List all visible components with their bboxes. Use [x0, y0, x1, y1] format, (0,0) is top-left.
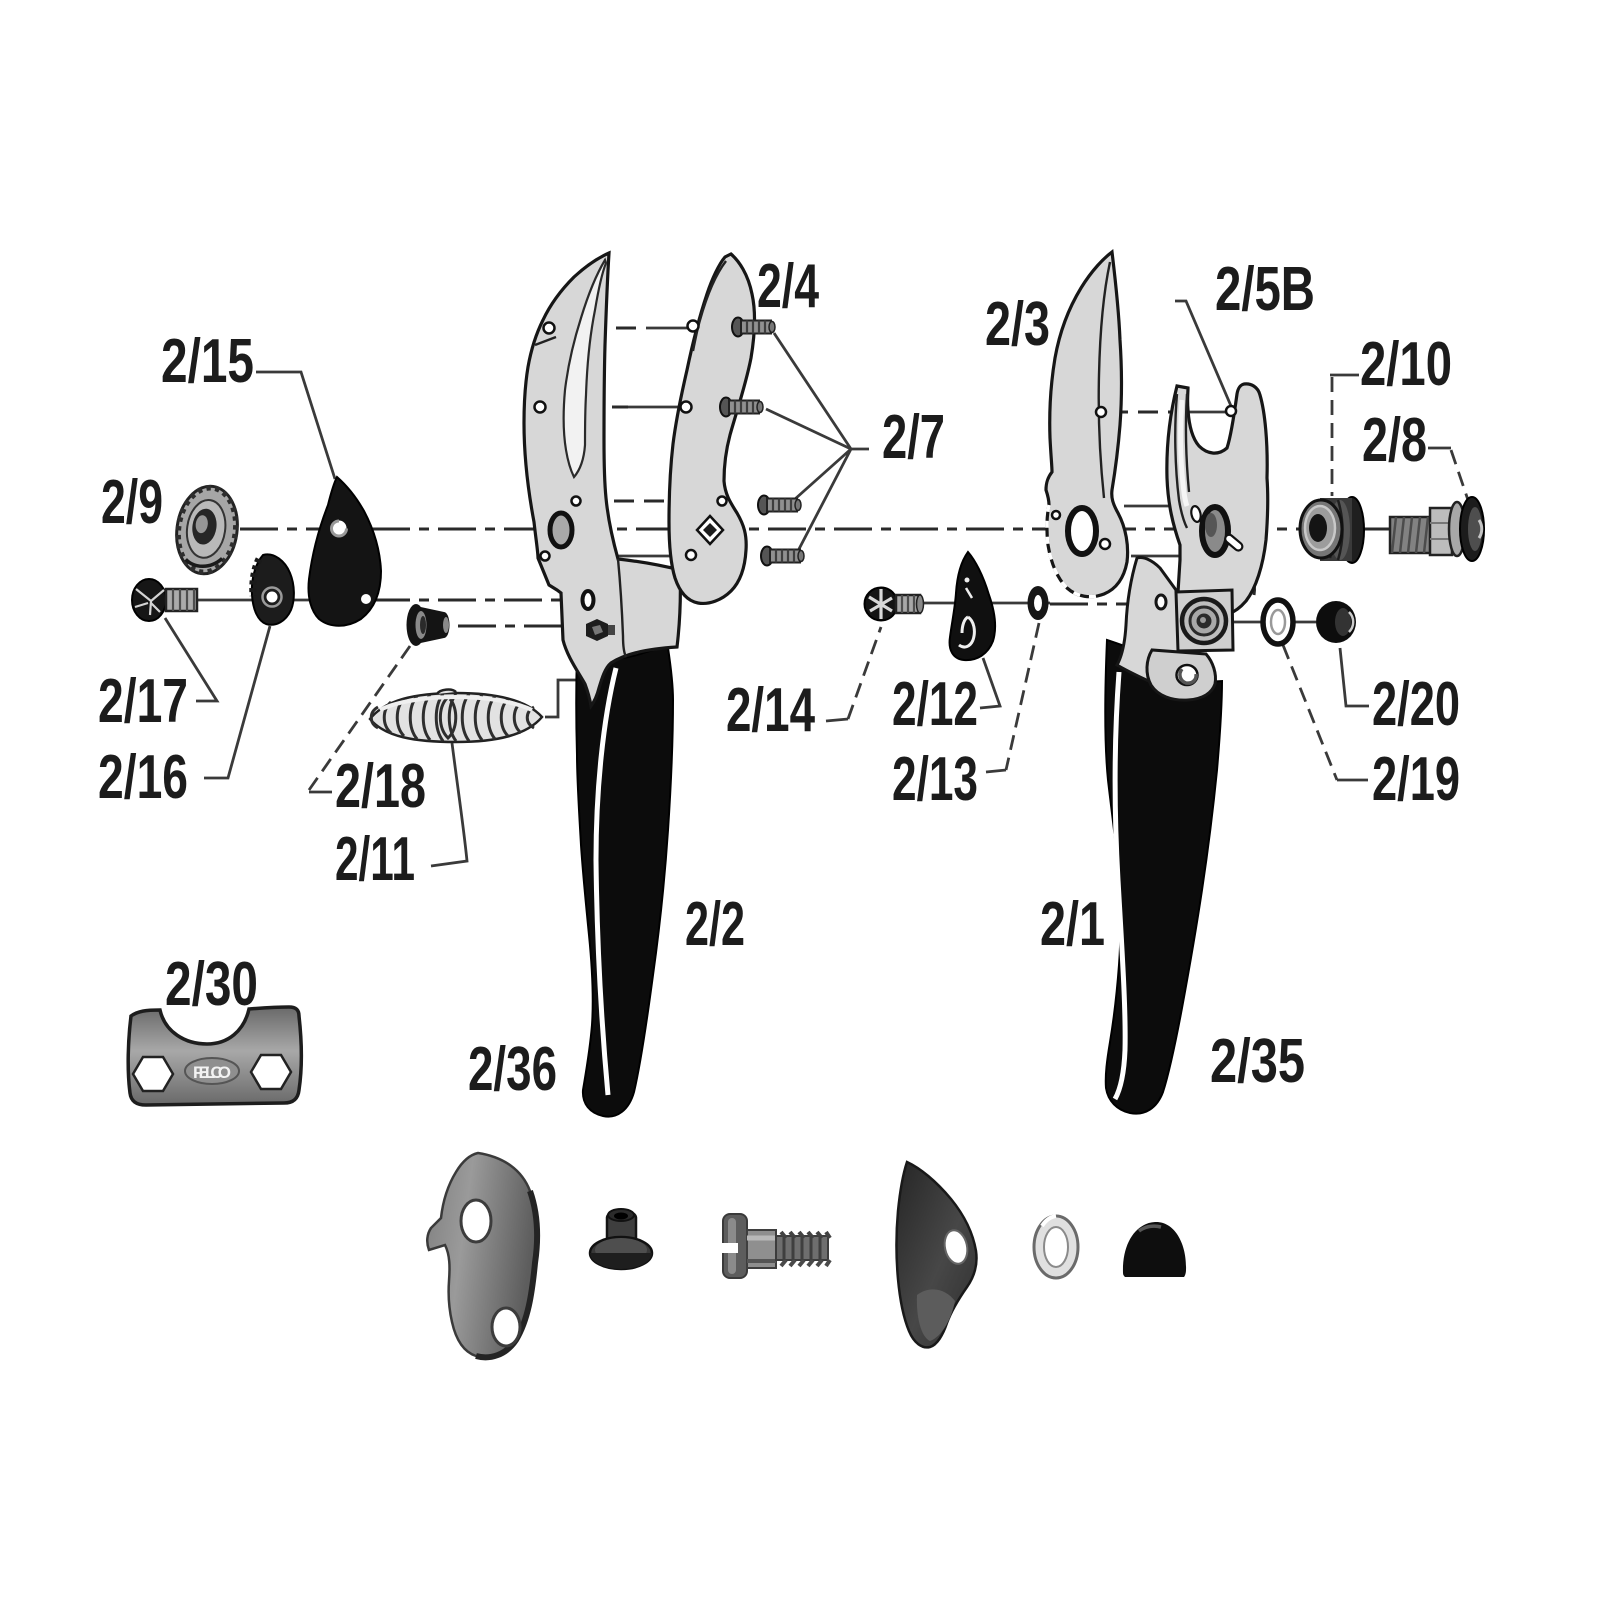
svg-text:2/7: 2/7: [882, 403, 945, 472]
svg-text:2/1: 2/1: [1040, 890, 1105, 959]
svg-text:2/11: 2/11: [335, 825, 415, 894]
svg-text:2/14: 2/14: [726, 676, 815, 745]
svg-text:2/36: 2/36: [468, 1035, 557, 1104]
svg-text:2/17: 2/17: [98, 667, 188, 736]
svg-text:2/2: 2/2: [685, 890, 745, 959]
svg-text:2/20: 2/20: [1372, 670, 1460, 739]
svg-text:2/3: 2/3: [985, 290, 1050, 359]
svg-text:2/4: 2/4: [757, 252, 819, 321]
svg-text:2/18: 2/18: [335, 752, 426, 821]
svg-text:2/12: 2/12: [892, 670, 978, 739]
svg-text:2/13: 2/13: [892, 745, 978, 814]
svg-text:2/5B: 2/5B: [1215, 255, 1315, 324]
svg-text:2/35: 2/35: [1210, 1027, 1305, 1096]
svg-text:2/9: 2/9: [101, 468, 163, 537]
svg-text:2/15: 2/15: [161, 327, 254, 396]
svg-text:FELCO: FELCO: [193, 1063, 231, 1082]
svg-text:2/16: 2/16: [98, 743, 188, 812]
svg-text:2/19: 2/19: [1372, 745, 1460, 814]
svg-text:2/10: 2/10: [1360, 330, 1452, 399]
svg-text:2/8: 2/8: [1362, 406, 1427, 475]
svg-text:2/30: 2/30: [165, 950, 258, 1019]
